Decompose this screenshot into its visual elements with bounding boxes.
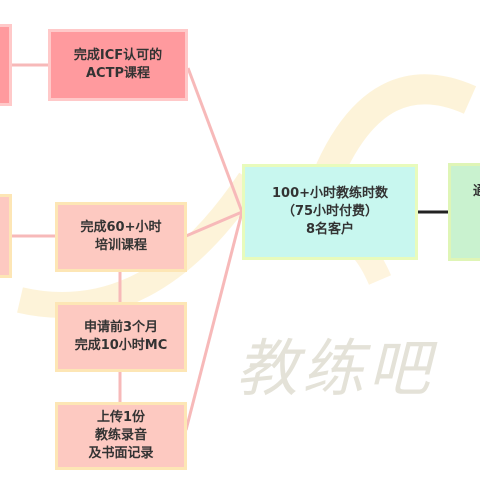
node-coaching-hours: 100+小时教练时数 （75小时付费） 8名客户 xyxy=(242,164,418,260)
connector-icf-to-hours xyxy=(186,67,244,213)
node-pass-partial: 通 xyxy=(448,163,480,261)
watermark-text: 教练吧 xyxy=(236,332,435,405)
node-training-60h: 完成60+小时 培训课程 xyxy=(55,202,187,272)
node-recording: 上传1份 教练录音 及书面记录 xyxy=(55,402,187,470)
node-mc-10h: 申请前3个月 完成10小时MC xyxy=(55,302,187,372)
node-icf-course: 完成ICF认可的 ACTP课程 xyxy=(48,29,188,101)
node-left-top-partial xyxy=(0,24,12,106)
connector-rec-to-hours xyxy=(184,211,244,431)
connector-60h-to-hours xyxy=(185,210,243,238)
node-pass-label: 通 xyxy=(473,184,480,199)
node-left-mid-partial xyxy=(0,194,12,278)
